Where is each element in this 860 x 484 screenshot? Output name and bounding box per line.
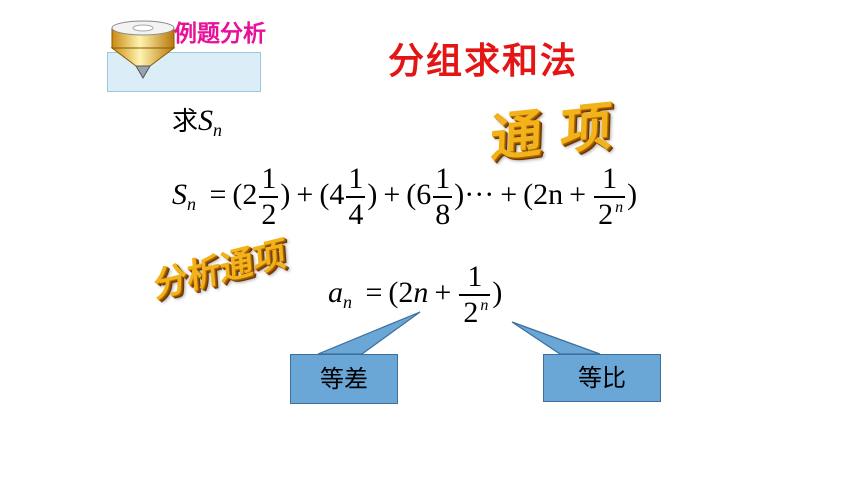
plus-sign: + bbox=[569, 177, 587, 211]
termn-den-exp: n bbox=[615, 199, 624, 216]
term3-open: (6 bbox=[406, 177, 432, 211]
term1-close: ) bbox=[280, 177, 291, 211]
arithmetic-callout: 等差 bbox=[290, 354, 398, 404]
plus-sign: + bbox=[434, 275, 452, 309]
general-close: ) bbox=[492, 275, 503, 309]
termn-close: ) bbox=[627, 177, 638, 211]
termn-open: (2n bbox=[523, 177, 564, 211]
problem-statement: 求Sn bbox=[172, 104, 223, 140]
term3-denominator: 8 bbox=[435, 198, 451, 231]
badge-title: 例题分析 bbox=[174, 21, 266, 47]
s-symbol: S bbox=[198, 104, 214, 137]
geometric-pointer bbox=[511, 321, 601, 355]
equals-sign: = bbox=[209, 177, 227, 211]
ellipsis: ··· bbox=[464, 177, 495, 211]
term2-open: (4 bbox=[319, 177, 345, 211]
term1-open: (2 bbox=[232, 177, 258, 211]
sum-lhs-sub: n bbox=[187, 193, 196, 214]
page-title: 分组求和法 bbox=[388, 41, 579, 82]
sum-lhs: S bbox=[172, 177, 187, 211]
geometric-callout: 等比 bbox=[543, 354, 661, 402]
a-subscript: n bbox=[343, 291, 352, 312]
termn-den-base: 2 bbox=[598, 198, 614, 231]
termn-numerator: 1 bbox=[594, 164, 626, 198]
general-den-base: 2 bbox=[463, 296, 479, 329]
term2-close: ) bbox=[367, 177, 378, 211]
ask-label: 求 bbox=[172, 107, 199, 137]
general-numerator: 1 bbox=[459, 262, 491, 296]
general-n: n bbox=[413, 275, 429, 309]
term2-denominator: 4 bbox=[348, 198, 364, 231]
n-subscript: n bbox=[213, 120, 223, 140]
general-open: (2 bbox=[388, 275, 414, 309]
term2-numerator: 1 bbox=[346, 164, 366, 198]
general-den-exp: n bbox=[480, 297, 489, 314]
plus-sign: + bbox=[383, 177, 401, 211]
term1-numerator: 1 bbox=[259, 164, 279, 198]
term3-close: ) bbox=[454, 177, 465, 211]
equals-sign: = bbox=[365, 275, 383, 309]
plus-sign: + bbox=[500, 177, 518, 211]
a-symbol: a bbox=[328, 275, 343, 309]
arithmetic-pointer bbox=[317, 311, 421, 355]
term3-numerator: 1 bbox=[433, 164, 453, 198]
pushpin-icon bbox=[110, 20, 176, 79]
plus-sign: + bbox=[296, 177, 314, 211]
term1-denominator: 2 bbox=[261, 198, 277, 231]
